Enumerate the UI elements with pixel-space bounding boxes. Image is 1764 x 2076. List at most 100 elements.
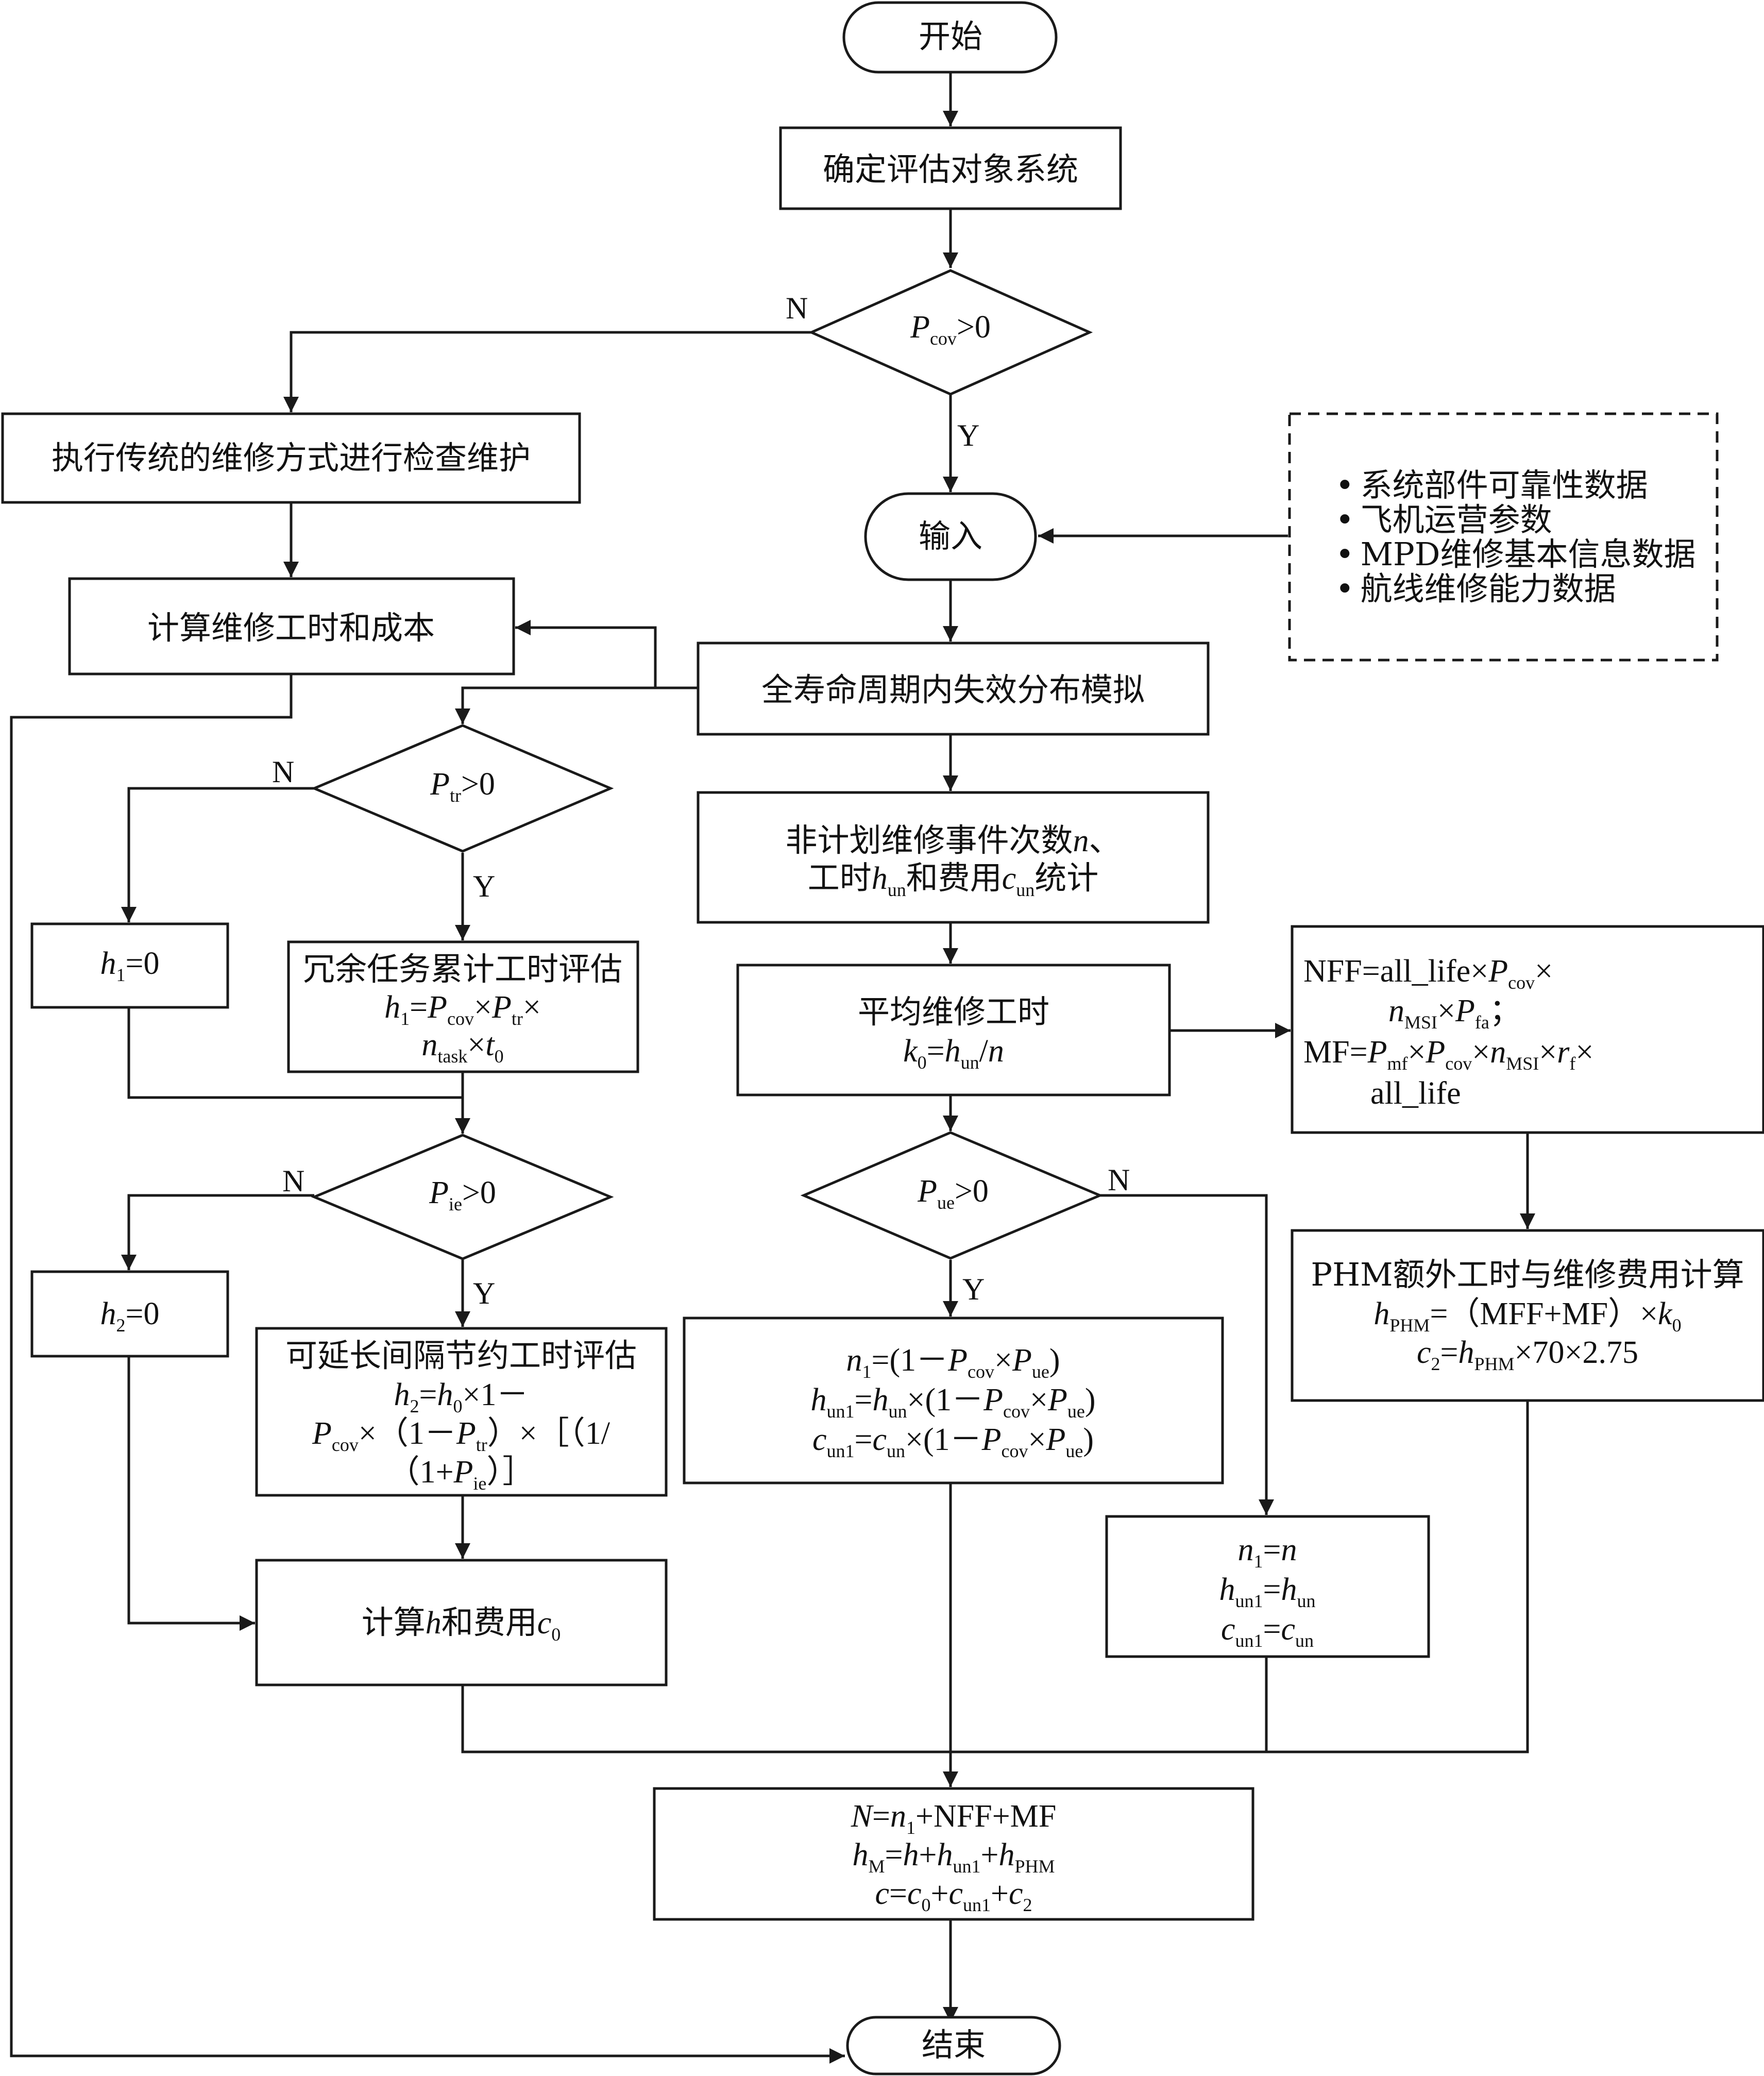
calc-cost-node: 计算维修工时和成本 [68, 577, 515, 676]
h1-zero-node: h1=0 [30, 922, 229, 1009]
label-pue-no: N [1108, 1163, 1130, 1197]
edge-merge-bus [461, 1400, 1529, 1753]
nff-mf-box [1291, 925, 1764, 1134]
final-node: N=n1+NFF+MF hM=h+hun1+hPHM c=c0+cun1+c2 [653, 1787, 1254, 1921]
stats-line-2: 工时hun和费用cun统计 [808, 859, 1099, 900]
h1-zero-label: h1=0 [100, 946, 160, 985]
nff-mf-line-4: all_life [1370, 1076, 1461, 1111]
phm-node: PHM额外工时与维修费用计算 hPHM=（MFF+MF）×k0 c2=hPHM×… [1291, 1229, 1764, 1402]
input-data-list: •系统部件可靠性数据 •飞机运营参数 •MPD维修基本信息数据 •航线维修能力数… [1288, 412, 1719, 662]
pcov-condition: Pcov>0 [910, 310, 991, 349]
branch-labels: N Y N Y N Y N Y [272, 291, 1130, 1310]
edge-simulate-ptr [455, 686, 698, 724]
label-pie-no: N [282, 1164, 304, 1198]
start-terminator [842, 1, 1058, 74]
assign-cun1: cun1=cun [1221, 1612, 1314, 1651]
determine-box [779, 126, 1122, 210]
determine-node: 确定评估对象系统 [779, 126, 1122, 210]
ptr-condition: Ptr>0 [430, 767, 495, 806]
pcov-decision: Pcov>0 [808, 269, 1093, 396]
h2-zero-label: h2=0 [100, 1296, 160, 1336]
edge-simulate-calccost [515, 620, 698, 689]
label-ptr-no: N [272, 755, 294, 789]
average-node: 平均维修工时 k0=hun/n [736, 964, 1171, 1096]
simulate-node: 全寿命周期内失效分布模拟 [697, 642, 1210, 736]
extend-box [255, 1327, 668, 1497]
pie-condition: Pie>0 [429, 1175, 496, 1214]
equation-n1: n1=(1－Pcov×Pue) [846, 1343, 1060, 1382]
phm-title: PHM额外工时与维修费用计算 [1311, 1256, 1744, 1293]
pue-decision: Pue>0 [800, 1131, 1104, 1260]
final-n: N=n1+NFF+MF [851, 1799, 1057, 1838]
edge-ptr-h1zero [121, 787, 314, 922]
label-ptr-yes: Y [473, 869, 495, 903]
pue-diamond [800, 1131, 1104, 1260]
phm-formula-1: hPHM=（MFF+MF）×k0 [1373, 1296, 1681, 1336]
h2-zero-box [30, 1270, 229, 1358]
traditional-box [1, 412, 581, 504]
edge-pue-assign [1100, 1194, 1274, 1515]
nff-mf-node: NFF=all_life×Pcov× nMSI×Pfa； MF=Pmf×Pcov… [1291, 925, 1764, 1134]
extend-formula-2: Pcov×（1－Ptr）×［（1/ [312, 1416, 610, 1455]
equation-cun1: cun1=cun×(1－Pcov×Pue) [812, 1422, 1094, 1461]
ptr-diamond [311, 724, 614, 853]
input-item-1: •飞机运营参数 [1335, 501, 1552, 538]
start-node: 开始 [842, 1, 1058, 74]
extend-node: 可延长间隔节约工时评估 h2=h0×1－ Pcov×（1－Ptr）×［（1/ （… [255, 1327, 668, 1497]
extend-formula-1: h2=h0×1－ [394, 1377, 529, 1416]
pue-condition: Pue>0 [917, 1174, 989, 1213]
label-pie-yes: Y [473, 1276, 495, 1310]
edge-pie-h2zero [121, 1194, 314, 1270]
connectors [10, 72, 1535, 2064]
input-item-2: •MPD维修基本信息数据 [1335, 535, 1696, 573]
equations-box [683, 1317, 1224, 1484]
redundant-formula-1: h1=Pcov×Ptr× [384, 990, 541, 1029]
pie-decision: Pie>0 [311, 1134, 614, 1260]
input-label: 输入 [919, 517, 982, 555]
extend-formula-3: （1+Pie）］ [388, 1455, 535, 1494]
equations-node: n1=(1－Pcov×Pue) hun1=hun×(1－Pcov×Pue) cu… [683, 1317, 1224, 1484]
phm-formula-2: c2=hPHM×70×2.75 [1417, 1335, 1638, 1374]
redundant-box [287, 940, 639, 1073]
average-title: 平均维修工时 [858, 993, 1049, 1031]
simulate-label: 全寿命周期内失效分布模拟 [761, 671, 1145, 708]
redundant-formula-2: ntask×t0 [421, 1027, 503, 1067]
determine-label: 确定评估对象系统 [823, 150, 1078, 188]
h1-zero-box [30, 922, 229, 1009]
traditional-label: 执行传统的维修方式进行检查维护 [52, 439, 531, 477]
end-label: 结束 [922, 2026, 986, 2064]
ptr-decision: Ptr>0 [311, 724, 614, 853]
calc-h-node: 计算h和费用c0 [255, 1559, 668, 1686]
edge-calccost-end [10, 674, 845, 2064]
redundant-title: 冗余任务累计工时评估 [303, 950, 622, 988]
assign-hun1: hun1=hun [1219, 1572, 1316, 1611]
nff-mf-line-1: NFF=all_life×Pcov× [1303, 954, 1553, 993]
assign-node: n1=n hun1=hun cun1=cun [1105, 1515, 1430, 1658]
nff-mf-line-3: MF=Pmf×Pcov×nMSI×rf× [1303, 1035, 1593, 1074]
input-data-box [1288, 412, 1719, 662]
final-box [653, 1787, 1254, 1921]
label-pcov-no: N [786, 291, 808, 325]
redundant-node: 冗余任务累计工时评估 h1=Pcov×Ptr× ntask×t0 [287, 940, 639, 1073]
final-h: hM=h+hun1+hPHM [853, 1837, 1055, 1877]
label-pcov-yes: Y [957, 418, 979, 452]
input-node: 输入 [864, 492, 1037, 581]
input-terminator [864, 492, 1037, 581]
extend-title: 可延长间隔节约工时评估 [285, 1337, 637, 1374]
calc-cost-box [68, 577, 515, 676]
calc-cost-label: 计算维修工时和成本 [147, 609, 435, 647]
h2-zero-node: h2=0 [30, 1270, 229, 1358]
calc-h-box [255, 1559, 668, 1686]
pie-diamond [311, 1134, 614, 1260]
nff-mf-line-2: nMSI×Pfa； [1388, 993, 1521, 1033]
start-label: 开始 [919, 18, 982, 55]
edge-h1zero-merge [127, 1007, 463, 1099]
assign-n1: n1=n [1238, 1532, 1297, 1572]
pcov-diamond [808, 269, 1093, 396]
stats-box [697, 791, 1210, 924]
edge-h2zero-calch [127, 1356, 255, 1631]
assign-box [1105, 1515, 1430, 1658]
final-c: c=c0+cun1+c2 [875, 1876, 1032, 1915]
calc-h-label: 计算h和费用c0 [362, 1604, 561, 1645]
